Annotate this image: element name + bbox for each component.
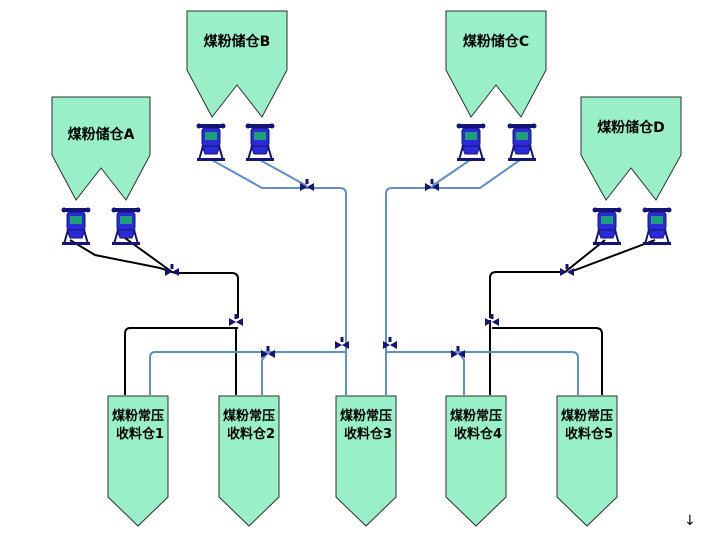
feeder-d2-icon [641,206,673,246]
valve-right-split [485,314,499,326]
silo-b-label: 煤粉储仓B [204,33,271,50]
black-pipe-network [69,237,656,395]
pipe-c2-to-header [385,159,521,395]
valves [165,179,574,358]
silo-b: 煤粉储仓B [186,10,288,118]
silo-c: 煤粉储仓C [445,10,547,118]
silo-a-label: 煤粉储仓A [68,126,135,143]
pipe-c1-to-header [431,159,471,187]
bin-2-label-line2: 收料仓2 [227,426,275,442]
silo-d: 煤粉储仓D [580,96,682,201]
bin-3-label-line1: 煤粉常压 [340,408,392,424]
valve-left-split [229,314,243,326]
corner-mark: ↓ [684,513,696,529]
feeder-b1-icon [195,122,227,162]
bin-5-label-line2: 收料仓5 [565,426,613,442]
bin-1: 煤粉常压 收料仓1 [107,395,169,527]
pipe-to-bin5 [492,327,603,395]
blue-pipe-network [149,159,579,395]
pipe-d1-to-manifold [489,239,606,318]
pipe-d2-to-manifold [569,239,656,273]
bin-3: 煤粉常压 收料仓3 [335,395,397,527]
feeder-c2-icon [506,122,538,162]
feeder-b2-icon [244,122,276,162]
feeder-a1-icon [60,206,92,246]
bin-5: 煤粉常压 收料仓5 [556,395,618,527]
feeders [60,122,673,246]
bin-2: 煤粉常压 收料仓2 [218,395,280,527]
pipe-to-bin1 [124,327,238,395]
bin-4: 煤粉常压 收料仓4 [445,395,507,527]
pipe-left-branch-2 [261,351,269,395]
bin-1-label-line1: 煤粉常压 [112,408,164,424]
silo-a: 煤粉储仓A [51,96,151,201]
pipe-a1-to-manifold [69,239,239,318]
bin-2-label-line1: 煤粉常压 [223,408,275,424]
silo-c-label: 煤粉储仓C [463,33,529,50]
bin-5-label-line1: 煤粉常压 [561,408,613,424]
valve-a [165,264,179,276]
feeder-d1-icon [591,206,623,246]
pipe-right-branch-2 [457,351,465,395]
silo-d-label: 煤粉储仓D [597,119,665,136]
pipe-left-branch [149,351,346,395]
pipe-right-branch [386,351,579,395]
feeder-c1-icon [455,122,487,162]
pipe-b2-to-header [259,159,308,187]
bin-4-label-line1: 煤粉常压 [450,408,502,424]
bin-1-label-line2: 收料仓1 [116,426,164,442]
pipe-b1-to-header [211,159,347,395]
bin-3-label-line2: 收料仓3 [344,426,392,442]
bin-4-label-line2: 收料仓4 [454,426,502,442]
